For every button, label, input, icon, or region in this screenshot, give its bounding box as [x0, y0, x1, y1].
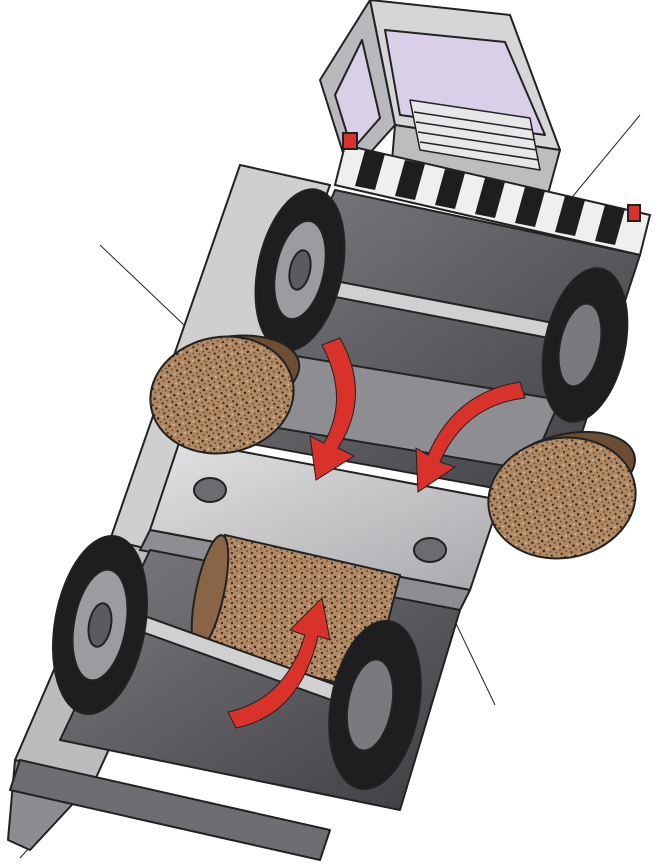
striped-bumper	[333, 132, 652, 257]
rear-right-wheel	[328, 619, 422, 791]
red-arrow-icon	[415, 381, 526, 493]
rear-bumper	[9, 759, 331, 861]
frame-bolt-icon	[413, 537, 447, 563]
left-gutter-broom	[149, 334, 301, 455]
grille-icon	[409, 99, 541, 171]
truck-cab	[319, 0, 561, 206]
tail-light-left-icon	[342, 132, 358, 150]
rear-left-wheel	[52, 535, 148, 715]
tail-light-right-icon	[627, 204, 641, 222]
frame-bolt-icon	[193, 477, 227, 503]
right-gutter-broom	[487, 431, 637, 560]
red-arrow-icon	[227, 596, 331, 729]
debris-flow-arrows	[227, 337, 526, 729]
side-window-icon	[334, 39, 381, 151]
front-left-wheel	[254, 188, 346, 352]
front-right-wheel	[541, 267, 629, 423]
red-arrow-icon	[309, 337, 356, 481]
